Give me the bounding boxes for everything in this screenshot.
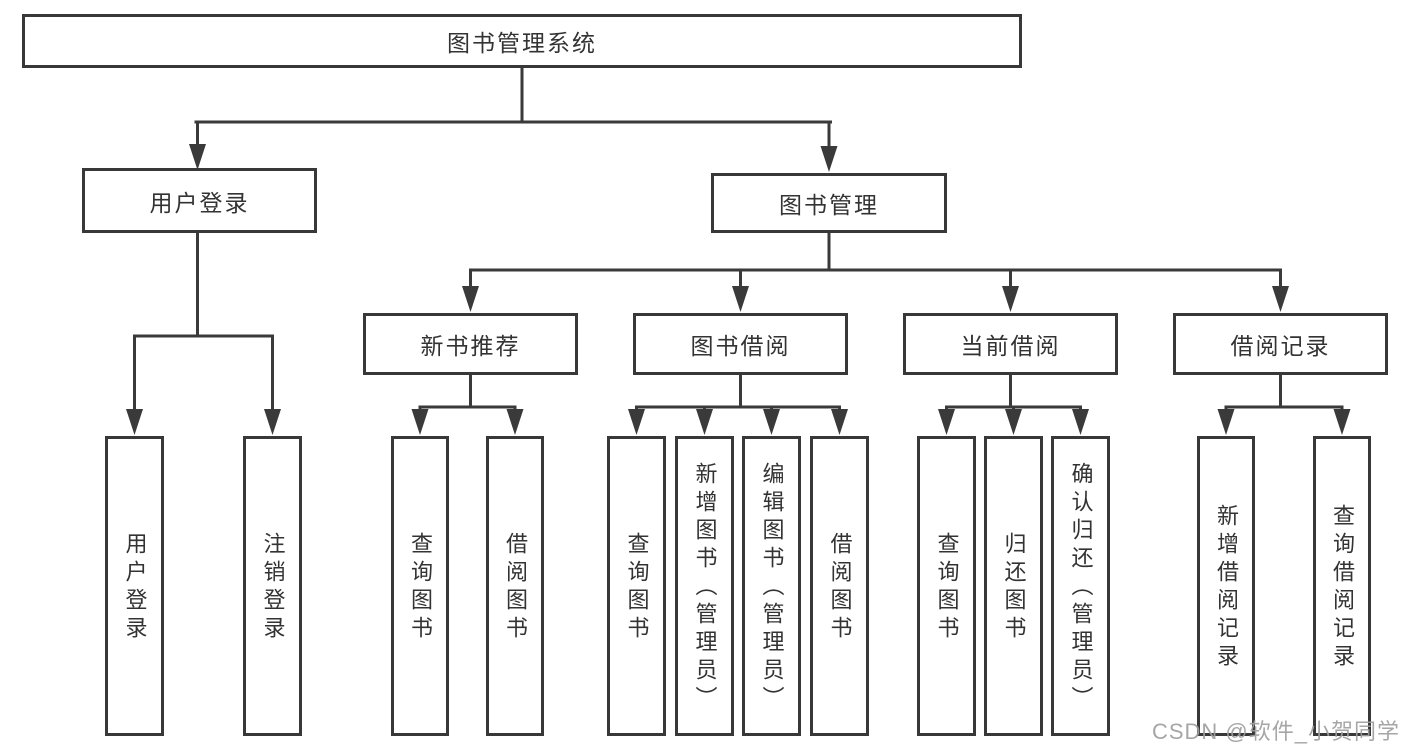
- leaf-user-login: 用户登录: [105, 436, 164, 736]
- arrow-down-icon: [1072, 409, 1089, 435]
- leaf-query-books-borrow: 查询图书: [607, 436, 666, 736]
- leaf-edit-book-admin: 编辑图书（管理员）: [742, 436, 801, 736]
- leaf-query-books-recommend: 查询图书: [391, 436, 449, 736]
- arrow-down-icon: [1333, 409, 1351, 435]
- leaf-query-borrow-record: 查询借阅记录: [1313, 436, 1371, 736]
- arrow-down-icon: [411, 409, 429, 435]
- node-borrowing-records: 借阅记录: [1173, 313, 1388, 375]
- leaf-return-book: 归还图书: [984, 436, 1043, 736]
- watermark: CSDN @软件_小贺同学: [1151, 719, 1400, 744]
- arrow-down-icon: [732, 286, 749, 312]
- arrow-down-icon: [1005, 409, 1022, 435]
- leaf-logout: 注销登录: [243, 436, 302, 736]
- leaf-borrow-books: 借阅图书: [810, 436, 869, 736]
- node-book-management: 图书管理: [711, 173, 947, 233]
- arrow-down-icon: [938, 409, 955, 435]
- leaf-borrow-books-recommend: 借阅图书: [486, 436, 544, 736]
- node-new-book-recommendation: 新书推荐: [363, 313, 578, 375]
- arrow-down-icon: [462, 286, 479, 312]
- arrow-down-icon: [831, 409, 848, 435]
- arrow-down-icon: [1272, 286, 1289, 312]
- leaf-add-book-admin: 新增图书（管理员）: [675, 436, 734, 736]
- leaf-add-borrow-record: 新增借阅记录: [1197, 436, 1255, 736]
- node-user-login: 用户登录: [82, 168, 317, 233]
- arrow-down-icon: [126, 409, 143, 435]
- leaf-query-books-current: 查询图书: [917, 436, 976, 736]
- arrow-down-icon: [820, 146, 838, 172]
- arrow-down-icon: [189, 144, 206, 170]
- arrow-down-icon: [763, 409, 780, 435]
- arrow-down-icon: [264, 409, 281, 435]
- arrow-down-icon: [696, 409, 713, 435]
- arrow-down-icon: [1002, 286, 1019, 312]
- leaf-confirm-return-admin: 确认归还（管理员）: [1051, 436, 1110, 736]
- node-current-borrowing: 当前借阅: [903, 313, 1118, 375]
- arrow-down-icon: [506, 409, 524, 435]
- arrow-down-icon: [1217, 409, 1235, 435]
- arrow-down-icon: [628, 409, 645, 435]
- node-book-borrowing: 图书借阅: [633, 313, 848, 375]
- node-library-management-system: 图书管理系统: [22, 14, 1022, 68]
